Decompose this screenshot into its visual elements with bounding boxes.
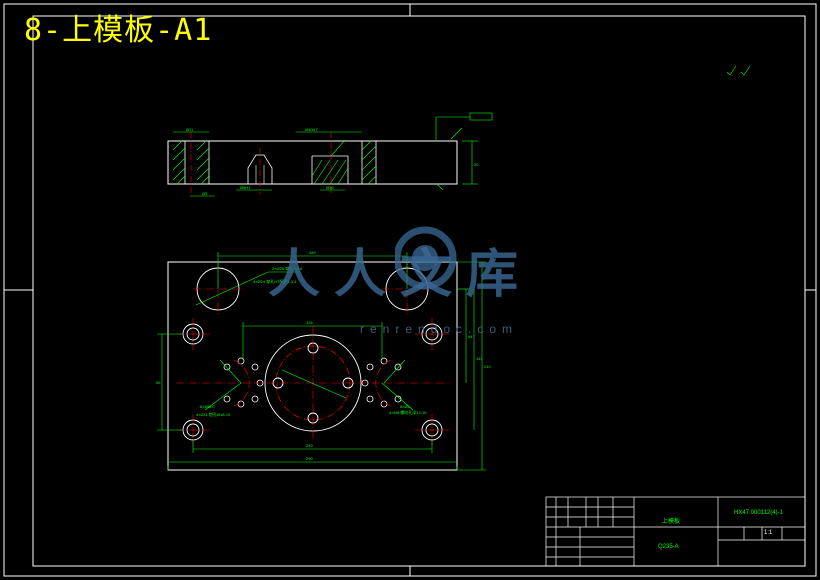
watermark-url: renrendoc.com [360, 322, 519, 336]
watermark-brand: 人人文库 [268, 245, 533, 305]
svg-text:8×Ø8H7: 8×Ø8H7 [200, 404, 216, 409]
inner-frame [32, 15, 806, 567]
part-name: 上模板 [662, 519, 681, 525]
svg-text:4×M8 螺纹孔深12-16: 4×M8 螺纹孔深12-16 [389, 409, 427, 415]
svg-text:4×Ø11 锪孔Ø18-10: 4×Ø11 锪孔Ø18-10 [196, 411, 231, 417]
svg-text:290: 290 [306, 456, 313, 461]
svg-text:Ø9: Ø9 [202, 191, 208, 196]
svg-text:96: 96 [156, 380, 161, 385]
svg-text:126: 126 [306, 320, 313, 325]
scale: 1:1 [764, 530, 773, 536]
svg-text:Ø11: Ø11 [186, 127, 194, 132]
title-block [545, 496, 806, 567]
watermark-logo [395, 226, 457, 290]
centering-marks [4, 4, 816, 576]
svg-text:Ø36: Ø36 [326, 185, 334, 190]
drawing-number: HX47.000112(4)-1 [734, 510, 783, 516]
drawing-title: 8-上模板-A1 [24, 13, 213, 48]
svg-text:210: 210 [484, 364, 491, 369]
svg-text:141: 141 [476, 356, 483, 361]
section-view: Ø11 Ø40H7 30 Ø9 Ø8H7 Ø36 [167, 65, 751, 197]
svg-text:30: 30 [474, 162, 479, 167]
svg-text:Ø40H7: Ø40H7 [305, 127, 318, 132]
material: Q235-A [658, 544, 679, 550]
svg-text:180: 180 [309, 250, 316, 255]
svg-text:Ø8H7: Ø8H7 [240, 185, 251, 190]
svg-text:2×Ø25 穿孔1-1.6: 2×Ø25 穿孔1-1.6 [272, 265, 303, 271]
svg-text:4×Ø24 穿孔H7配合1-3.4: 4×Ø24 穿孔H7配合1-3.4 [253, 278, 297, 284]
svg-text:8×Ø5: 8×Ø5 [400, 404, 411, 409]
plan-view: 180 126 240 290 96 94 141 210 2×Ø25 穿孔1-… [156, 250, 491, 471]
svg-text:240: 240 [306, 443, 313, 448]
svg-text:94: 94 [468, 334, 473, 339]
